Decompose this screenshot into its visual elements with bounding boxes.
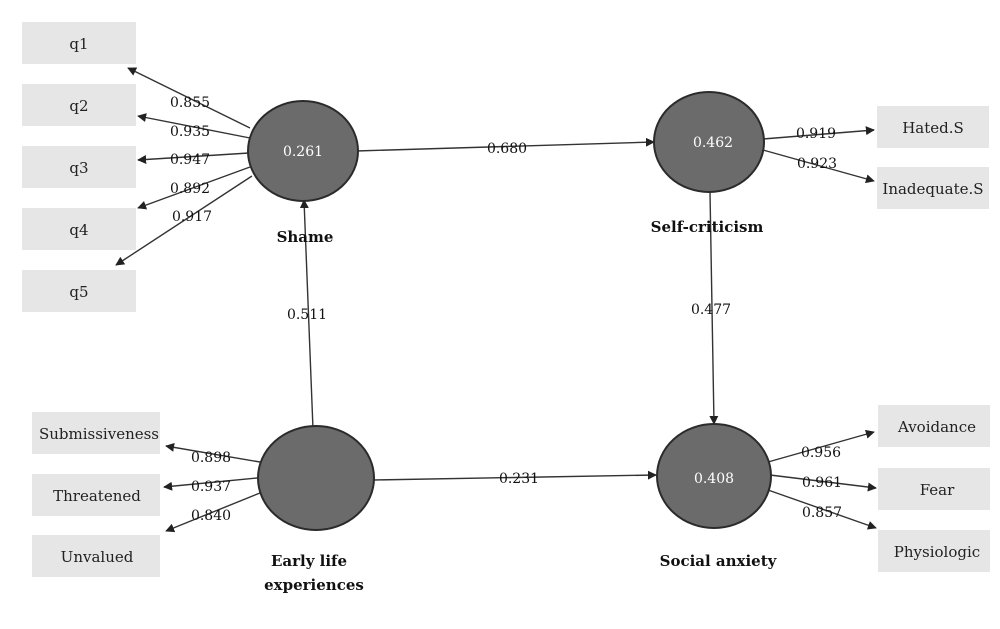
indicator-box-q5 [22,270,136,312]
indicator-label-submissiveness: Submissiveness [39,425,159,443]
indicator-box-unvalued [32,535,160,577]
loading-arrow-q2 [137,113,251,139]
r2-self-criticism: 0.462 [693,135,733,151]
path-arrow-early-life-to-shame [299,199,314,430]
loading-value-hated-s: 0.919 [796,126,836,142]
loading-value-unvalued: 0.840 [191,508,231,524]
loading-arrow-unvalued [165,492,261,533]
loading-arrow-submissiveness [165,442,261,463]
indicator-label-q3: q3 [69,159,88,177]
loading-value-q5: 0.917 [172,209,212,225]
latent-name-self-criticism: Self-criticism [651,218,764,236]
self-criticism-indicators: Hated.S Inadequate.S [877,106,989,209]
path-arrow-early-life-to-social-anxiety [373,470,657,481]
latent-node-shame [247,100,359,202]
loading-arrow-q5 [115,175,253,266]
indicator-label-threatened: Threatened [53,487,141,505]
indicator-box-physiologic [878,530,990,572]
loading-arrow-physiologic [767,489,877,530]
r2-social-anxiety: 0.408 [694,471,734,487]
indicator-box-hated-s [877,106,989,148]
early-life-indicators: Submissiveness Threatened Unvalued [32,412,160,577]
indicator-box-fear [878,468,990,510]
indicator-box-inadequate-s [877,167,989,209]
loading-value-fear: 0.961 [802,475,842,491]
indicator-label-q4: q4 [69,221,88,239]
latent-name-early-life-line1: Early life [271,552,347,570]
indicator-label-inadequate-s: Inadequate.S [882,180,983,198]
indicator-label-q1: q1 [69,35,88,53]
indicator-box-q2 [22,84,136,126]
loading-value-q2: 0.935 [170,124,210,140]
latent-names: Shame Self-criticism Early life experien… [264,218,778,594]
latent-node-early-life-experiences [257,425,375,531]
path-coef-self-criticism-to-social-anxiety: 0.477 [691,302,731,318]
loading-arrow-q3 [137,152,250,164]
latent-node-self-criticism [653,91,765,193]
loading-arrow-q1 [127,67,251,129]
latent-name-social-anxiety: Social anxiety [660,552,778,570]
path-coef-early-life-to-shame: 0.511 [287,307,327,323]
latent-name-shame: Shame [277,228,334,246]
loading-value-submissiveness: 0.898 [191,450,231,466]
indicator-label-q2: q2 [69,97,88,115]
path-coefficients: 0.680 0.477 0.511 0.231 [287,141,731,487]
indicator-label-avoidance: Avoidance [897,418,976,436]
loading-value-threatened: 0.937 [191,479,231,495]
latent-nodes: 0.261 0.462 0.408 [247,91,772,531]
indicator-label-fear: Fear [920,481,955,499]
indicator-label-hated-s: Hated.S [902,119,964,137]
loading-arrow-inadequate-s [762,149,875,184]
path-coef-early-life-to-social-anxiety: 0.231 [499,471,539,487]
indicator-box-threatened [32,474,160,516]
loading-arrow-fear [769,474,877,492]
loading-value-q1: 0.855 [170,95,210,111]
social-anxiety-indicators: Avoidance Fear Physiologic [878,405,990,572]
indicator-box-q4 [22,208,136,250]
loading-value-avoidance: 0.956 [801,445,841,461]
path-arrow-shame-to-self-criticism [355,137,655,152]
loading-value-q4: 0.892 [170,181,210,197]
shame-indicators: q1 q2 q3 q4 q5 [22,22,136,312]
loading-values: 0.855 0.935 0.947 0.892 0.917 0.919 0.92… [170,95,842,524]
loading-arrow-threatened [163,477,258,491]
path-coef-shame-to-self-criticism: 0.680 [487,141,527,157]
r2-shame: 0.261 [283,144,323,160]
indicator-box-avoidance [878,405,990,447]
loading-arrow-q4 [137,166,251,210]
indicator-box-submissiveness [32,412,160,454]
loading-arrows [115,67,877,533]
indicator-label-q5: q5 [69,283,88,301]
structural-paths [299,137,719,481]
path-arrow-self-criticism-to-social-anxiety [709,191,719,425]
loading-value-q3: 0.947 [170,152,210,168]
indicator-label-unvalued: Unvalued [61,548,134,566]
latent-node-social-anxiety [656,423,772,529]
loading-value-physiologic: 0.857 [802,505,842,521]
indicator-box-q3 [22,146,136,188]
loading-arrow-avoidance [767,429,875,463]
latent-name-early-life-line2: experiences [264,576,364,594]
loading-value-inadequate-s: 0.923 [797,156,837,172]
indicator-box-q1 [22,22,136,64]
loading-arrow-hated-s [762,126,875,140]
indicator-label-physiologic: Physiologic [894,543,980,561]
